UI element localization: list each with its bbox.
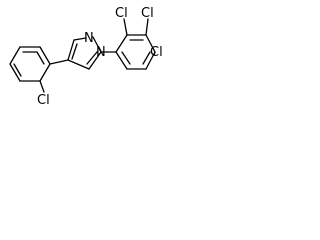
double-bond [36, 51, 45, 65]
bond [145, 34, 156, 53]
bond [123, 18, 128, 36]
bond [39, 46, 51, 65]
bond [115, 34, 128, 53]
atom-n1: N [96, 45, 106, 60]
chlorophenyl-ring [9, 46, 51, 93]
bond [39, 80, 45, 93]
bond [73, 37, 87, 41]
double-bond [121, 51, 131, 65]
bond [92, 36, 102, 53]
molecule-structure: N N Cl Cl Cl Cl [9, 6, 163, 108]
bond [39, 63, 51, 82]
double-bond [86, 51, 98, 65]
pyrazole-ring [67, 36, 102, 70]
bond [145, 18, 149, 36]
bond [9, 46, 21, 65]
trichlorophenyl-ring [115, 18, 156, 70]
atom-cl-para: Cl [150, 45, 163, 60]
bond [9, 63, 21, 82]
bond [115, 51, 128, 70]
bond [67, 59, 90, 70]
double-bond [13, 63, 22, 77]
atom-cl-meta: Cl [141, 6, 154, 21]
bond [67, 39, 75, 61]
bond [49, 59, 69, 65]
bond [88, 51, 102, 70]
atom-n2: N [84, 31, 94, 46]
double-bond [71, 43, 78, 60]
bond [153, 51, 156, 56]
atom-cl-phenyl: Cl [37, 93, 50, 108]
structure-canvas: N N Cl Cl Cl Cl [0, 0, 169, 118]
double-bond [142, 51, 151, 65]
atom-cl-ortho: Cl [115, 6, 128, 21]
